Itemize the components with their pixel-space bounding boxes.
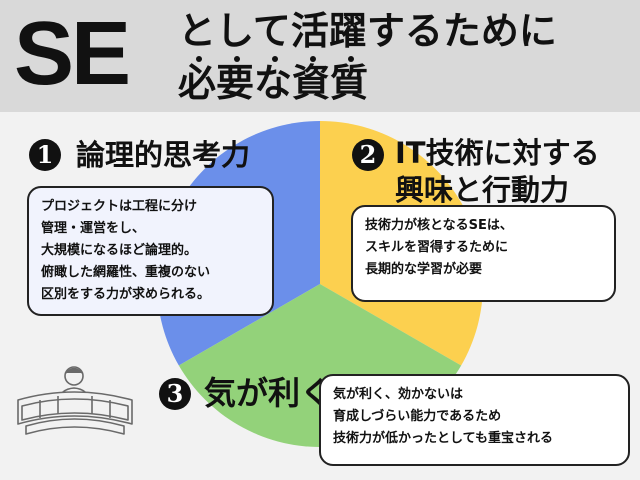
heading-attentiveness: 気が利く — [204, 374, 333, 412]
description-box-1: プロジェクトは工程に分け 管理・運営をし、 大規模になるほど論理的。 俯瞰した網… — [27, 186, 274, 316]
emphasis-dot — [272, 56, 278, 62]
description-line: 俯瞰した網羅性、重複のない — [41, 265, 211, 280]
title-se: SE — [14, 4, 131, 104]
emphasis-dot — [196, 56, 202, 62]
heading-logical-thinking: 論理的思考力 — [76, 138, 251, 172]
description-line: 大規模になるほど論理的。 — [41, 243, 198, 258]
number-badge-3: 3 — [159, 378, 191, 410]
title-line-1: として活躍するために — [178, 9, 557, 53]
description-line: プロジェクトは工程に分け — [41, 199, 198, 214]
emphasis-dot — [234, 56, 240, 62]
description-line: 育成しづらい能力であるため — [333, 409, 502, 424]
description-line: 管理・運営をし、 — [41, 221, 146, 236]
description-line: スキルを習得するために — [365, 240, 509, 255]
description-line: 区別をする力が求められる。 — [41, 287, 211, 302]
emphasis-dot — [348, 56, 354, 62]
description-box-3: 気が利く、効かないは 育成しづらい能力であるため 技術力が低かったとしても重宝さ… — [319, 374, 630, 466]
heading-it-interest-line-1: IT技術に対する — [395, 136, 600, 170]
heading-it-interest-line-2: 興味と行動力 — [395, 173, 570, 207]
number-badge-2: 2 — [352, 139, 384, 171]
description-box-2: 技術力が核となるSEは、 スキルを習得するために 長期的な学習が必要 — [351, 205, 616, 302]
emphasis-dot — [310, 56, 316, 62]
person-with-monitors-icon — [17, 366, 133, 435]
description-line: 技術力が核となるSEは、 — [365, 218, 513, 233]
description-line: 長期的な学習が必要 — [365, 262, 483, 277]
header-banner: SE として活躍するために 必要な資質 — [0, 0, 640, 112]
description-line: 技術力が低かったとしても重宝される — [333, 431, 553, 446]
number-badge-1: 1 — [29, 139, 61, 171]
title-line-2: 必要な資質 — [178, 61, 369, 105]
description-line: 気が利く、効かないは — [333, 387, 464, 402]
